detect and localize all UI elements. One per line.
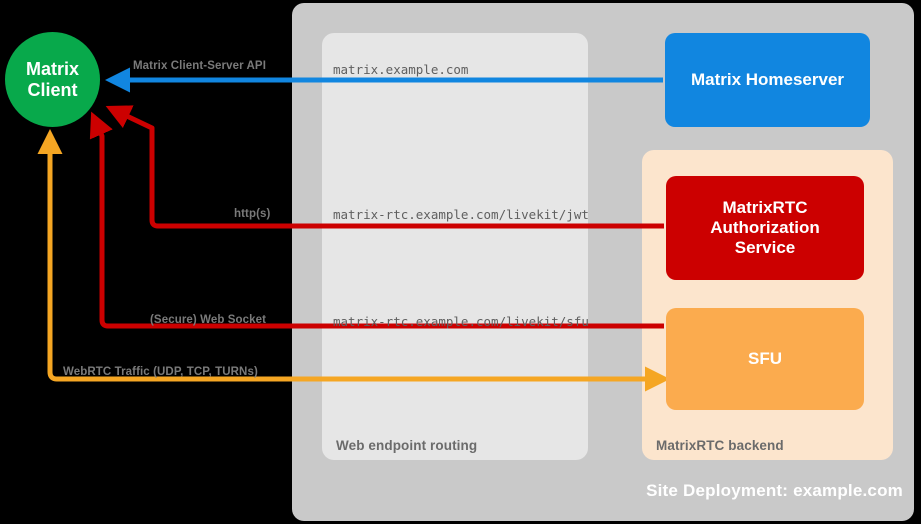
edge-endpoint-matrix-example-com: matrix.example.com [333, 62, 469, 77]
web-endpoint-routing-container [322, 33, 588, 460]
matrix-client-label-line1: Matrix [25, 58, 79, 79]
matrix-homeserver-label: Matrix Homeserver [690, 69, 845, 89]
node-matrixrtc-authorization-service[interactable]: MatrixRTC Authorization Service [666, 176, 864, 280]
auth-service-label-line2: Authorization [710, 217, 820, 237]
auth-service-label-line3: Service [734, 238, 796, 258]
node-sfu[interactable]: SFU [666, 308, 864, 410]
edge-endpoint-livekit-jwt: matrix-rtc.example.com/livekit/jwt [333, 207, 589, 222]
matrix-client-label-line2: Client [27, 79, 78, 100]
edge-webrtc-traffic [37, 128, 671, 392]
matrixrtc-backend-label: MatrixRTC backend [656, 438, 784, 453]
edge-label-webrtc-traffic: WebRTC Traffic (UDP, TCP, TURNs) [63, 366, 258, 378]
edge-label-client-server-api: Matrix Client-Server API [133, 60, 266, 72]
edge-secure-websocket [89, 111, 664, 329]
edge-label-https: http(s) [234, 208, 271, 220]
site-deployment-label: Site Deployment: example.com [646, 481, 903, 500]
edge-https-jwt [105, 105, 664, 229]
edge-label-secure-web-socket: (Secure) Web Socket [150, 314, 267, 326]
auth-service-label-line1: MatrixRTC [722, 197, 808, 217]
sfu-label: SFU [748, 348, 782, 368]
node-matrix-homeserver[interactable]: Matrix Homeserver [665, 33, 870, 127]
edge-endpoint-livekit-sfu: matrix-rtc.example.com/livekit/sfu [333, 314, 589, 329]
web-endpoint-routing-label: Web endpoint routing [336, 438, 478, 453]
node-matrix-client[interactable]: Matrix Client [5, 32, 100, 127]
